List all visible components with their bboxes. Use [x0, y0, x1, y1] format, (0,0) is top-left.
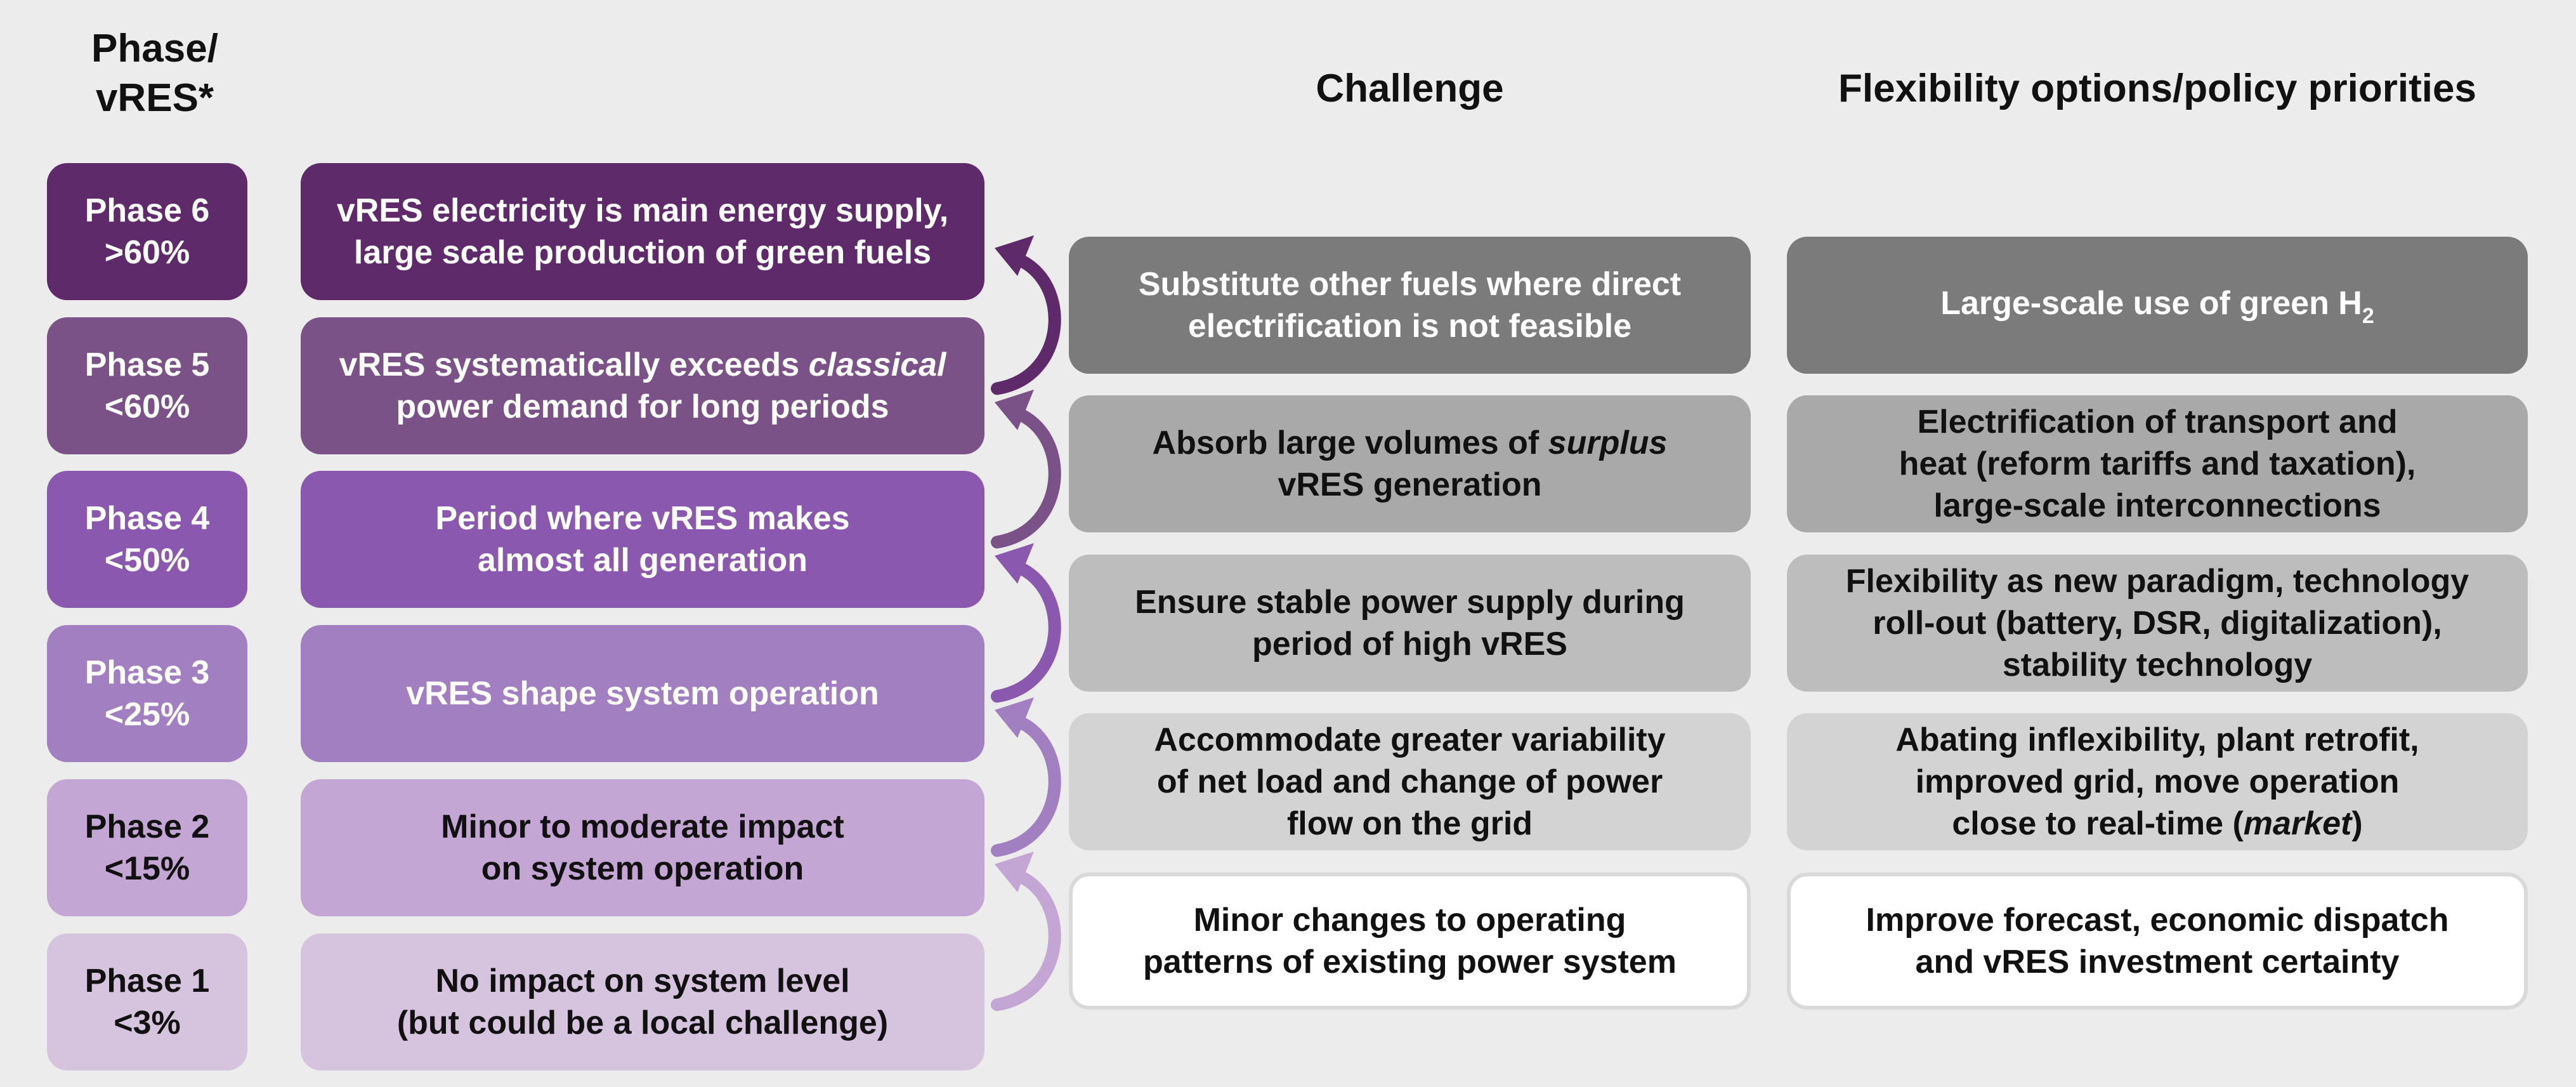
flexibility-column-header: Flexibility options/policy priorities: [1838, 67, 2476, 110]
phase-2-box: Phase 2 <15%: [47, 779, 247, 916]
phase-6-box: Phase 6 >60%: [47, 163, 247, 300]
arrow-phase-5-to-6: [991, 235, 1061, 395]
arrow-phase-2-to-3: [991, 697, 1061, 857]
phase-3-box: Phase 3 <25%: [47, 625, 247, 762]
phase-4-box: Phase 4 <50%: [47, 471, 247, 608]
challenge-column-header: Challenge: [1316, 67, 1504, 110]
phase-1-box: Phase 1 <3%: [47, 933, 247, 1071]
arrow-phase-1-to-2: [991, 851, 1061, 1011]
arrow-phase-4-to-5: [991, 389, 1061, 549]
phase-column-header: Phase/ vRES*: [91, 27, 218, 120]
flexibility-phase-6: Large-scale use of green H2: [1787, 237, 2528, 374]
flexibility-phase-3: Abating inflexibility, plant retrofit,im…: [1787, 713, 2528, 850]
phase-5-box: Phase 5 <60%: [47, 317, 247, 454]
phase-1-description: No impact on system level(but could be a…: [301, 933, 984, 1071]
phase-6-description: vRES electricity is main energy supply,l…: [301, 163, 984, 300]
phase-3-description: vRES shape system operation: [301, 625, 984, 762]
arrow-phase-3-to-4: [991, 543, 1061, 703]
